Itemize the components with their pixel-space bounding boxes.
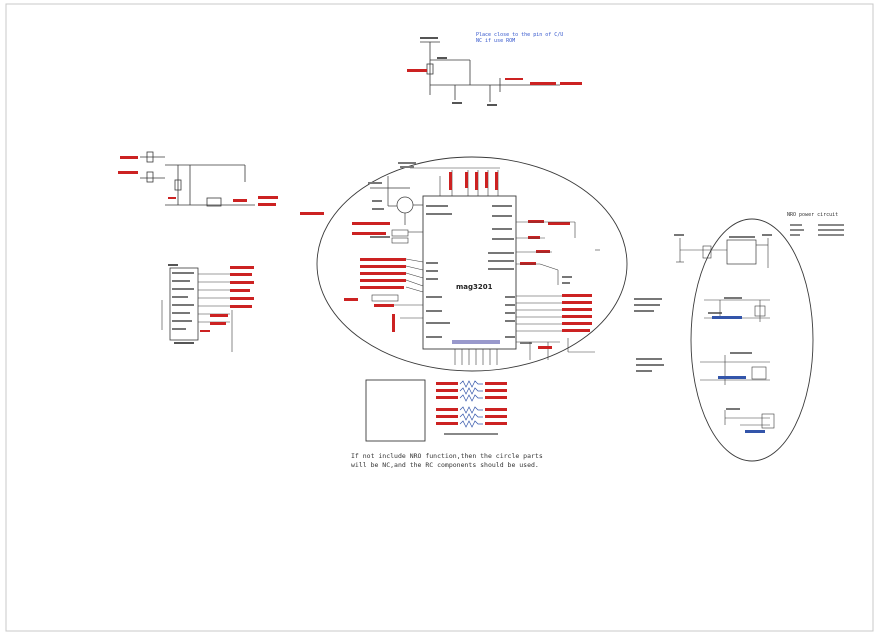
power-regulator-bottom [724,408,775,433]
right-note-title: NRO power circuit [787,212,838,218]
left-connector-net-labels [200,266,254,332]
lower-center-block [365,379,507,442]
transistor-labels [368,162,416,210]
chip-top-net-labels [449,172,498,190]
power-regulator-top [674,234,772,268]
nro-circle-power [690,218,814,462]
left-connector-wires [161,273,233,352]
left-bus [344,258,424,332]
chip-left-pins [426,205,452,338]
top-note-line-1: Place close to the pin of C/U [476,32,563,38]
left-connector [168,264,199,344]
main-chip-body [422,195,517,350]
bottom-note: If not include NRO function,then the cir… [351,452,543,469]
right-bus [516,220,592,344]
right-power-note: NRO power circuit [787,212,844,236]
chip-bottom-pins [452,338,595,365]
left-switch-net-labels [118,156,324,215]
top-small-text [420,37,497,106]
left-switch-circuit [140,151,255,207]
main-chip-label: mag3201 [456,283,493,291]
power-regulator-lower [636,352,770,385]
top-blue-note: Place close to the pin of C/U NC if use … [476,32,563,44]
transistor-q1 [370,176,423,225]
nro-circle-center [316,156,628,372]
top-net-labels [407,69,582,85]
power-regulator-middle [634,297,770,322]
left-rc-block [352,222,423,244]
chip-right-pins [488,205,515,338]
top-note-line-2: NC if use ROM [476,38,515,44]
